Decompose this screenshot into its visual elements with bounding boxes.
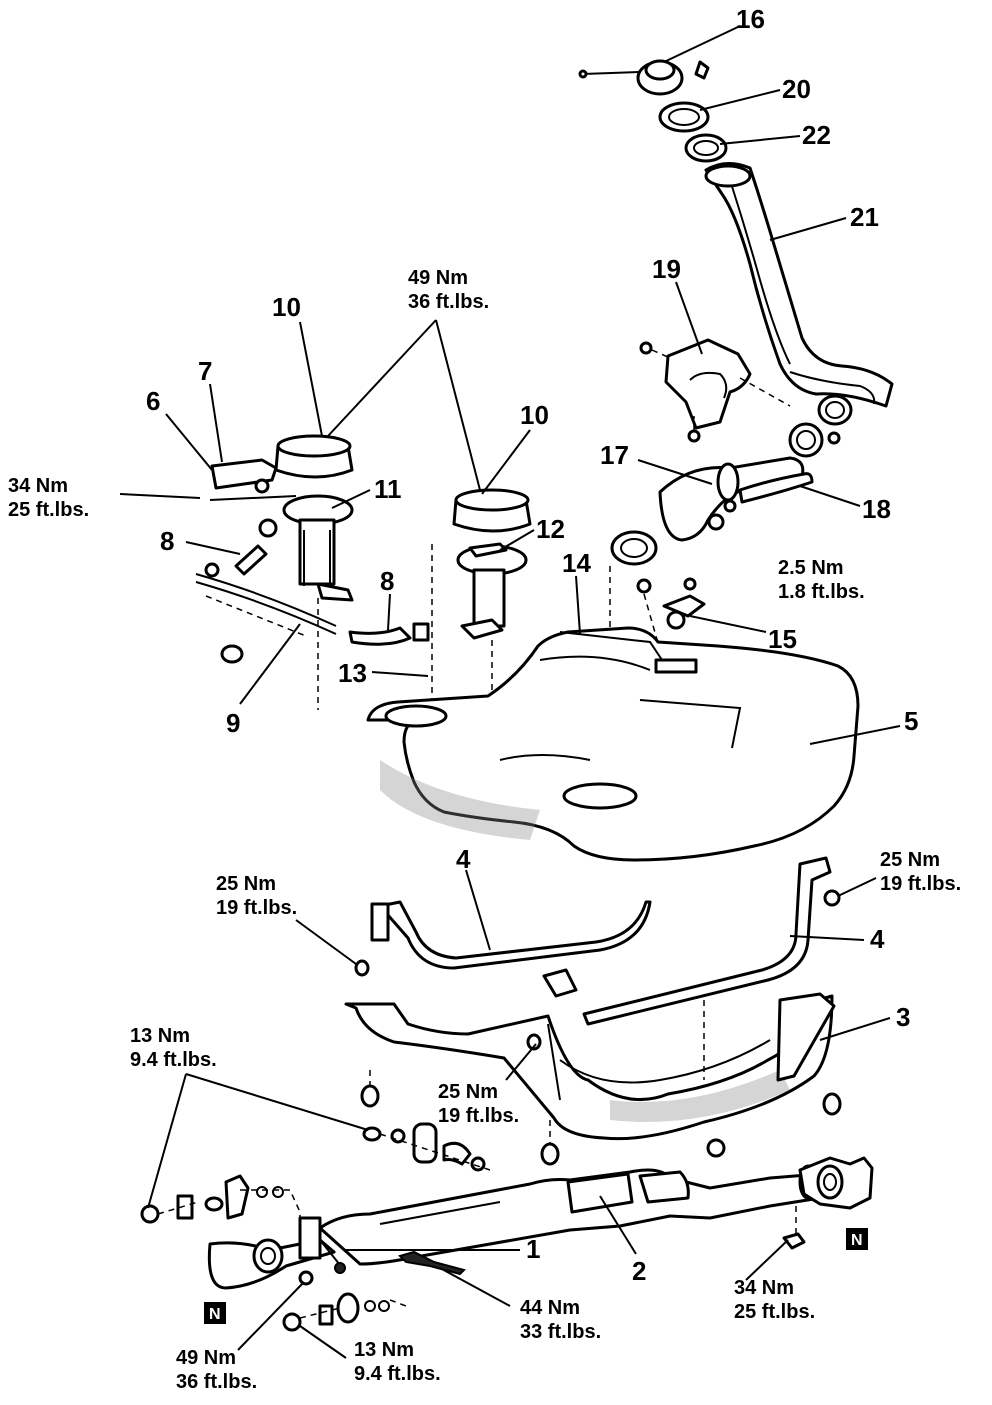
torque-ftlbs: 25 ft.lbs.	[734, 1301, 815, 1323]
callout-12: 12	[536, 514, 565, 544]
exhaust-pipe-2	[318, 1164, 822, 1266]
torque-nm: 25 Nm	[880, 849, 940, 871]
front-exhaust-pipe-1	[207, 1216, 466, 1290]
callout-13: 13	[338, 658, 367, 688]
callout-4-right: 4	[870, 924, 885, 954]
torque-ftlbs: 36 ft.lbs.	[408, 291, 489, 313]
filler-hose-17	[658, 456, 805, 542]
torque-spec-25-left: 25 Nm 19 ft.lbs.	[216, 873, 297, 919]
torque-ftlbs: 9.4 ft.lbs.	[130, 1049, 217, 1071]
fuel-tank-5	[366, 626, 860, 862]
callout-15: 15	[768, 624, 797, 654]
torque-nm: 13 Nm	[354, 1339, 414, 1361]
torque-nm: 25 Nm	[216, 873, 276, 895]
fuel-pump-module-11	[209, 494, 354, 602]
torque-spec-44: 44 Nm 33 ft.lbs.	[520, 1297, 601, 1343]
fuel-hose-8-left	[204, 544, 268, 578]
torque-nm: 44 Nm	[520, 1297, 580, 1319]
filler-gasket-22	[684, 133, 728, 163]
callout-3: 3	[896, 1002, 910, 1032]
callout-17: 17	[600, 440, 629, 470]
n-mark-text: N	[209, 1306, 221, 1323]
fuel-pump-cover-10-left	[274, 434, 354, 479]
torque-nm: 49 Nm	[408, 267, 468, 289]
torque-ftlbs: 19 ft.lbs.	[438, 1105, 519, 1127]
callout-10-right: 10	[520, 400, 549, 430]
callout-numbers: 16 20 22 21 19 10 10 7 6 11 12 8 8 9 13 …	[146, 4, 918, 1286]
torque-ftlbs: 9.4 ft.lbs.	[354, 1363, 441, 1385]
torque-spec-13-lower: 13 Nm 9.4 ft.lbs.	[354, 1339, 441, 1385]
vent-valve-15	[636, 577, 706, 651]
callout-14: 14	[562, 548, 591, 578]
fuel-hose-8-center	[348, 622, 430, 646]
hose-clamp-ring	[788, 422, 841, 458]
torque-spec-25-center: 25 Nm 19 ft.lbs.	[438, 1081, 519, 1127]
tank-strap-4-left	[370, 900, 652, 970]
torque-spec-49-bottom: 49 Nm 36 ft.lbs.	[176, 1347, 257, 1393]
n-mark-left: N	[204, 1302, 226, 1324]
tank-under-cover-3	[344, 992, 836, 1141]
callout-10-left: 10	[272, 292, 301, 322]
filler-bracket-19	[639, 338, 791, 443]
callout-21: 21	[850, 202, 879, 232]
breather-hose-18	[738, 472, 814, 504]
fuel-line-9	[195, 573, 337, 664]
torque-spec-34-left: 34 Nm 25 ft.lbs.	[8, 475, 89, 521]
callout-19: 19	[652, 254, 681, 284]
torque-nm: 34 Nm	[734, 1277, 794, 1299]
filler-gasket-20	[658, 101, 710, 133]
pump-bracket-6-7	[210, 458, 278, 538]
torque-nm: 34 Nm	[8, 475, 68, 497]
leader-lines	[119, 25, 901, 1359]
callout-16: 16	[736, 4, 765, 34]
torque-nm: 25 Nm	[438, 1081, 498, 1103]
callout-9: 9	[226, 708, 240, 738]
fuel-filler-cap	[578, 59, 710, 96]
rear-flange-joint	[782, 1156, 874, 1250]
tank-strap-4-right	[542, 856, 832, 1026]
torque-spec-49-top: 49 Nm 36 ft.lbs.	[408, 267, 489, 313]
callout-5: 5	[904, 706, 918, 736]
torque-spec-34-right: 34 Nm 25 ft.lbs.	[734, 1277, 815, 1323]
callout-6: 6	[146, 386, 160, 416]
exhaust-hanger-parts	[362, 1122, 491, 1172]
callout-7: 7	[198, 356, 212, 386]
torque-nm: 2.5 Nm	[778, 557, 844, 579]
torque-spec-2-5: 2.5 Nm 1.8 ft.lbs.	[778, 557, 865, 603]
callout-8-left: 8	[160, 526, 174, 556]
n-mark-right: N	[846, 1228, 868, 1250]
torque-ftlbs: 19 ft.lbs.	[216, 897, 297, 919]
filler-neck-21	[704, 162, 894, 426]
callout-4-left: 4	[456, 844, 471, 874]
callout-8-center: 8	[380, 566, 394, 596]
n-mark-text: N	[851, 1232, 863, 1249]
torque-ftlbs: 33 ft.lbs.	[520, 1321, 601, 1343]
callout-1: 1	[526, 1234, 540, 1264]
exhaust-mount-hardware-upper	[140, 1174, 301, 1224]
torque-spec-13-upper: 13 Nm 9.4 ft.lbs.	[130, 1025, 217, 1071]
torque-spec-25-right: 25 Nm 19 ft.lbs.	[880, 849, 961, 895]
callout-18: 18	[862, 494, 891, 524]
torque-ftlbs: 25 ft.lbs.	[8, 499, 89, 521]
torque-nm: 13 Nm	[130, 1025, 190, 1047]
callout-2: 2	[632, 1256, 646, 1286]
callout-22: 22	[802, 120, 831, 150]
callout-20: 20	[782, 74, 811, 104]
cover-bolts	[354, 889, 842, 1166]
fuel-gauge-unit-12	[456, 542, 528, 640]
exhaust-mount-hardware-lower	[282, 1262, 407, 1332]
torque-nm: 49 Nm	[176, 1347, 236, 1369]
torque-ftlbs: 36 ft.lbs.	[176, 1371, 257, 1393]
fuel-pump-cover-10-right	[452, 488, 532, 533]
callout-11: 11	[374, 474, 402, 504]
torque-ftlbs: 1.8 ft.lbs.	[778, 581, 865, 603]
torque-ftlbs: 19 ft.lbs.	[880, 873, 961, 895]
